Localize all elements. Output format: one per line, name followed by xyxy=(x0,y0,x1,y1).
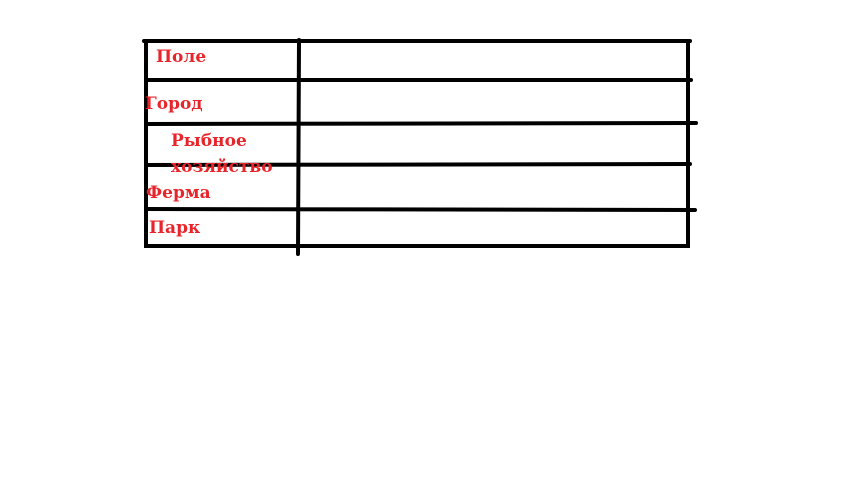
row-label-fishery-line2: хозяйство xyxy=(171,157,273,177)
row-divider-2 xyxy=(144,121,698,126)
column-divider xyxy=(296,38,301,256)
row-divider-4 xyxy=(144,207,697,212)
row-label-field: Поле xyxy=(156,47,207,67)
row-label-city: Город xyxy=(145,94,203,114)
row-label-farm: Ферма xyxy=(146,183,211,203)
row-label-park: Парк xyxy=(149,218,201,238)
row-label-fishery: Рыбное xyxy=(171,131,247,151)
row-divider-3 xyxy=(144,162,692,167)
